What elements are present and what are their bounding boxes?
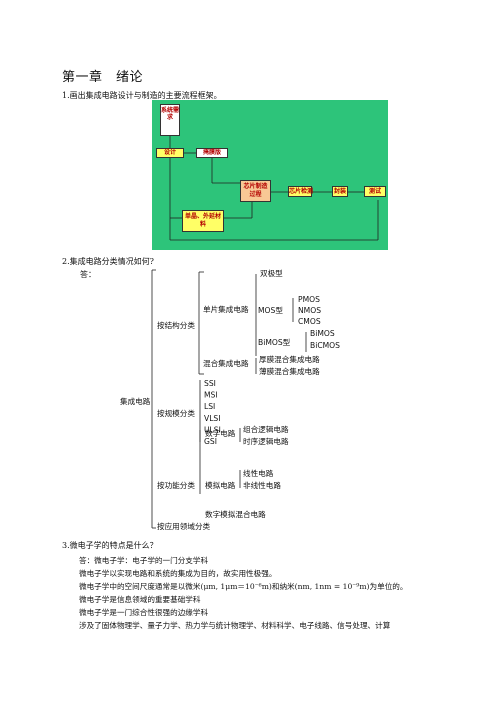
tree-linear: 线性电路 xyxy=(243,468,274,478)
tree-bicmos: BiCMOS xyxy=(310,341,340,350)
answer-line-4: 微电子学是信息领域的重要基础学科 xyxy=(79,595,201,604)
tree-pmos: PMOS xyxy=(298,295,320,304)
tree-analog: 模拟电路 xyxy=(205,480,236,490)
box-test: 测试 xyxy=(364,186,386,197)
tree-digital: 数字电路 xyxy=(205,428,236,438)
box-package: 封装 xyxy=(332,186,348,197)
box-fab: 芯片制造过程 xyxy=(240,180,271,202)
tree-hybrid: 混合集成电路 xyxy=(203,358,249,368)
question-2: 2.集成电路分类情况如何? xyxy=(62,257,154,266)
tree-combinational: 组合逻辑电路 xyxy=(243,424,289,434)
tree-by-scale: 按规模分类 xyxy=(157,408,195,418)
chapter-title: 第一章 绪论 xyxy=(62,70,144,85)
box-chip-test: 芯片检测 xyxy=(288,186,314,197)
answer-line-6: 涉及了固体物理学、量子力学、热力学与统计物理学、材料科学、电子线路、信号处理、计… xyxy=(79,621,391,630)
answer-line-2: 微电子学以实现电路和系统的集成为目的，故实用性极强。 xyxy=(79,569,277,578)
tree-nonlinear: 非线性电路 xyxy=(243,480,281,490)
answer-line-1: 答：微电子学：电子学的一门分支学科 xyxy=(79,556,209,565)
tree-bimos-type: BiMOS型 xyxy=(258,338,291,347)
answer-line-3: 微电子学中的空间尺度通常是以微米(μm, 1μm＝10⁻⁶m)和纳米(nm, 1… xyxy=(79,582,408,591)
answer-line-5: 微电子学是一门综合性很强的边缘学科 xyxy=(79,608,209,617)
answer-label: 答： xyxy=(80,270,96,279)
tree-monolithic: 单片集成电路 xyxy=(203,304,249,314)
tree-nmos: NMOS xyxy=(298,306,321,315)
flowchart: 系统需求 设计 掩膜版 芯片制造过程 芯片检测 封装 测试 单晶、外延材料 xyxy=(152,100,388,250)
classification-tree: 集成电路 按结构分类 单片集成电路 双极型 MOS型 PMOS NMOS CMO… xyxy=(120,268,340,531)
tree-thin-film: 薄膜混合集成电路 xyxy=(259,366,320,376)
scale-item: ULSI xyxy=(204,425,221,434)
tree-mixed: 数字模拟混合电路 xyxy=(205,509,266,519)
flowchart-connectors xyxy=(169,136,379,241)
tree-bimos: BiMOS xyxy=(310,329,335,338)
question-3: 3.微电子学的特点是什么？ xyxy=(62,541,158,550)
scale-item: MSI xyxy=(204,391,218,400)
tree-sequential: 时序逻辑电路 xyxy=(243,436,289,446)
box-design: 设计 xyxy=(156,148,184,158)
tree-thick-film: 厚膜混合集成电路 xyxy=(259,354,320,364)
box-material: 单晶、外延材料 xyxy=(182,210,224,232)
tree-by-function: 按功能分类 xyxy=(157,480,195,490)
tree-root: 集成电路 xyxy=(120,396,151,406)
scale-list: SSI MSI LSI VLSI ULSI GSI xyxy=(204,379,221,446)
scale-item: LSI xyxy=(204,402,215,411)
tree-by-application: 按应用领域分类 xyxy=(157,521,211,531)
scale-item: SSI xyxy=(204,379,216,388)
scale-item: VLSI xyxy=(204,414,221,423)
scale-item: GSI xyxy=(204,437,217,446)
tree-cmos: CMOS xyxy=(298,317,321,326)
tree-bipolar: 双极型 xyxy=(260,268,283,278)
tree-mos: MOS型 xyxy=(258,306,283,315)
box-requirement: 系统需求 xyxy=(160,104,180,136)
tree-by-structure: 按结构分类 xyxy=(157,320,195,330)
box-mask: 掩膜版 xyxy=(196,148,228,158)
question-1: 1.画出集成电路设计与制造的主要流程框架。 xyxy=(62,91,222,100)
